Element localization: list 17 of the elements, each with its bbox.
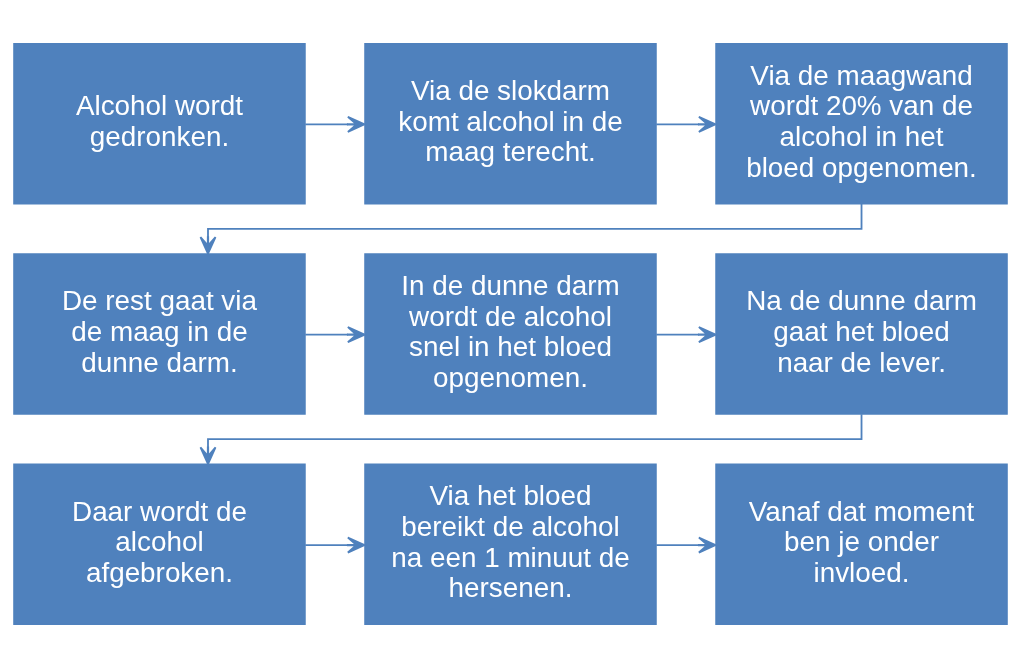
node-box: Na de dunne darm gaat het bloed naar de lever.	[715, 253, 1008, 415]
node-box: In de dunne darm wordt de alcohol snel in het bloed opgenomen.	[364, 253, 657, 415]
arrow	[199, 203, 863, 255]
node-box: Daar wordt de alcohol afgebroken.	[13, 463, 306, 626]
node-box: Vanaf dat moment ben je onder invloed.	[715, 463, 1008, 626]
arrow	[304, 536, 366, 554]
arrow	[655, 326, 717, 344]
arrow	[304, 115, 366, 133]
node-box: Via de maagwand wordt 20% van de alcohol in het bloed opgenomen.	[715, 42, 1008, 205]
arrow	[655, 115, 717, 133]
node-box: Alcohol wordt gedronken.	[13, 42, 306, 205]
node-box: De rest gaat via de maag in de dunne darm.	[13, 253, 306, 415]
arrow	[199, 413, 863, 465]
node-box: Via het bloed bereikt de alcohol na een 1 minuut de hersenen.	[364, 463, 657, 626]
arrow	[655, 536, 717, 554]
node-box: Via de slokdarm komt alcohol in de maag terecht.	[364, 42, 657, 205]
arrow	[304, 326, 366, 344]
